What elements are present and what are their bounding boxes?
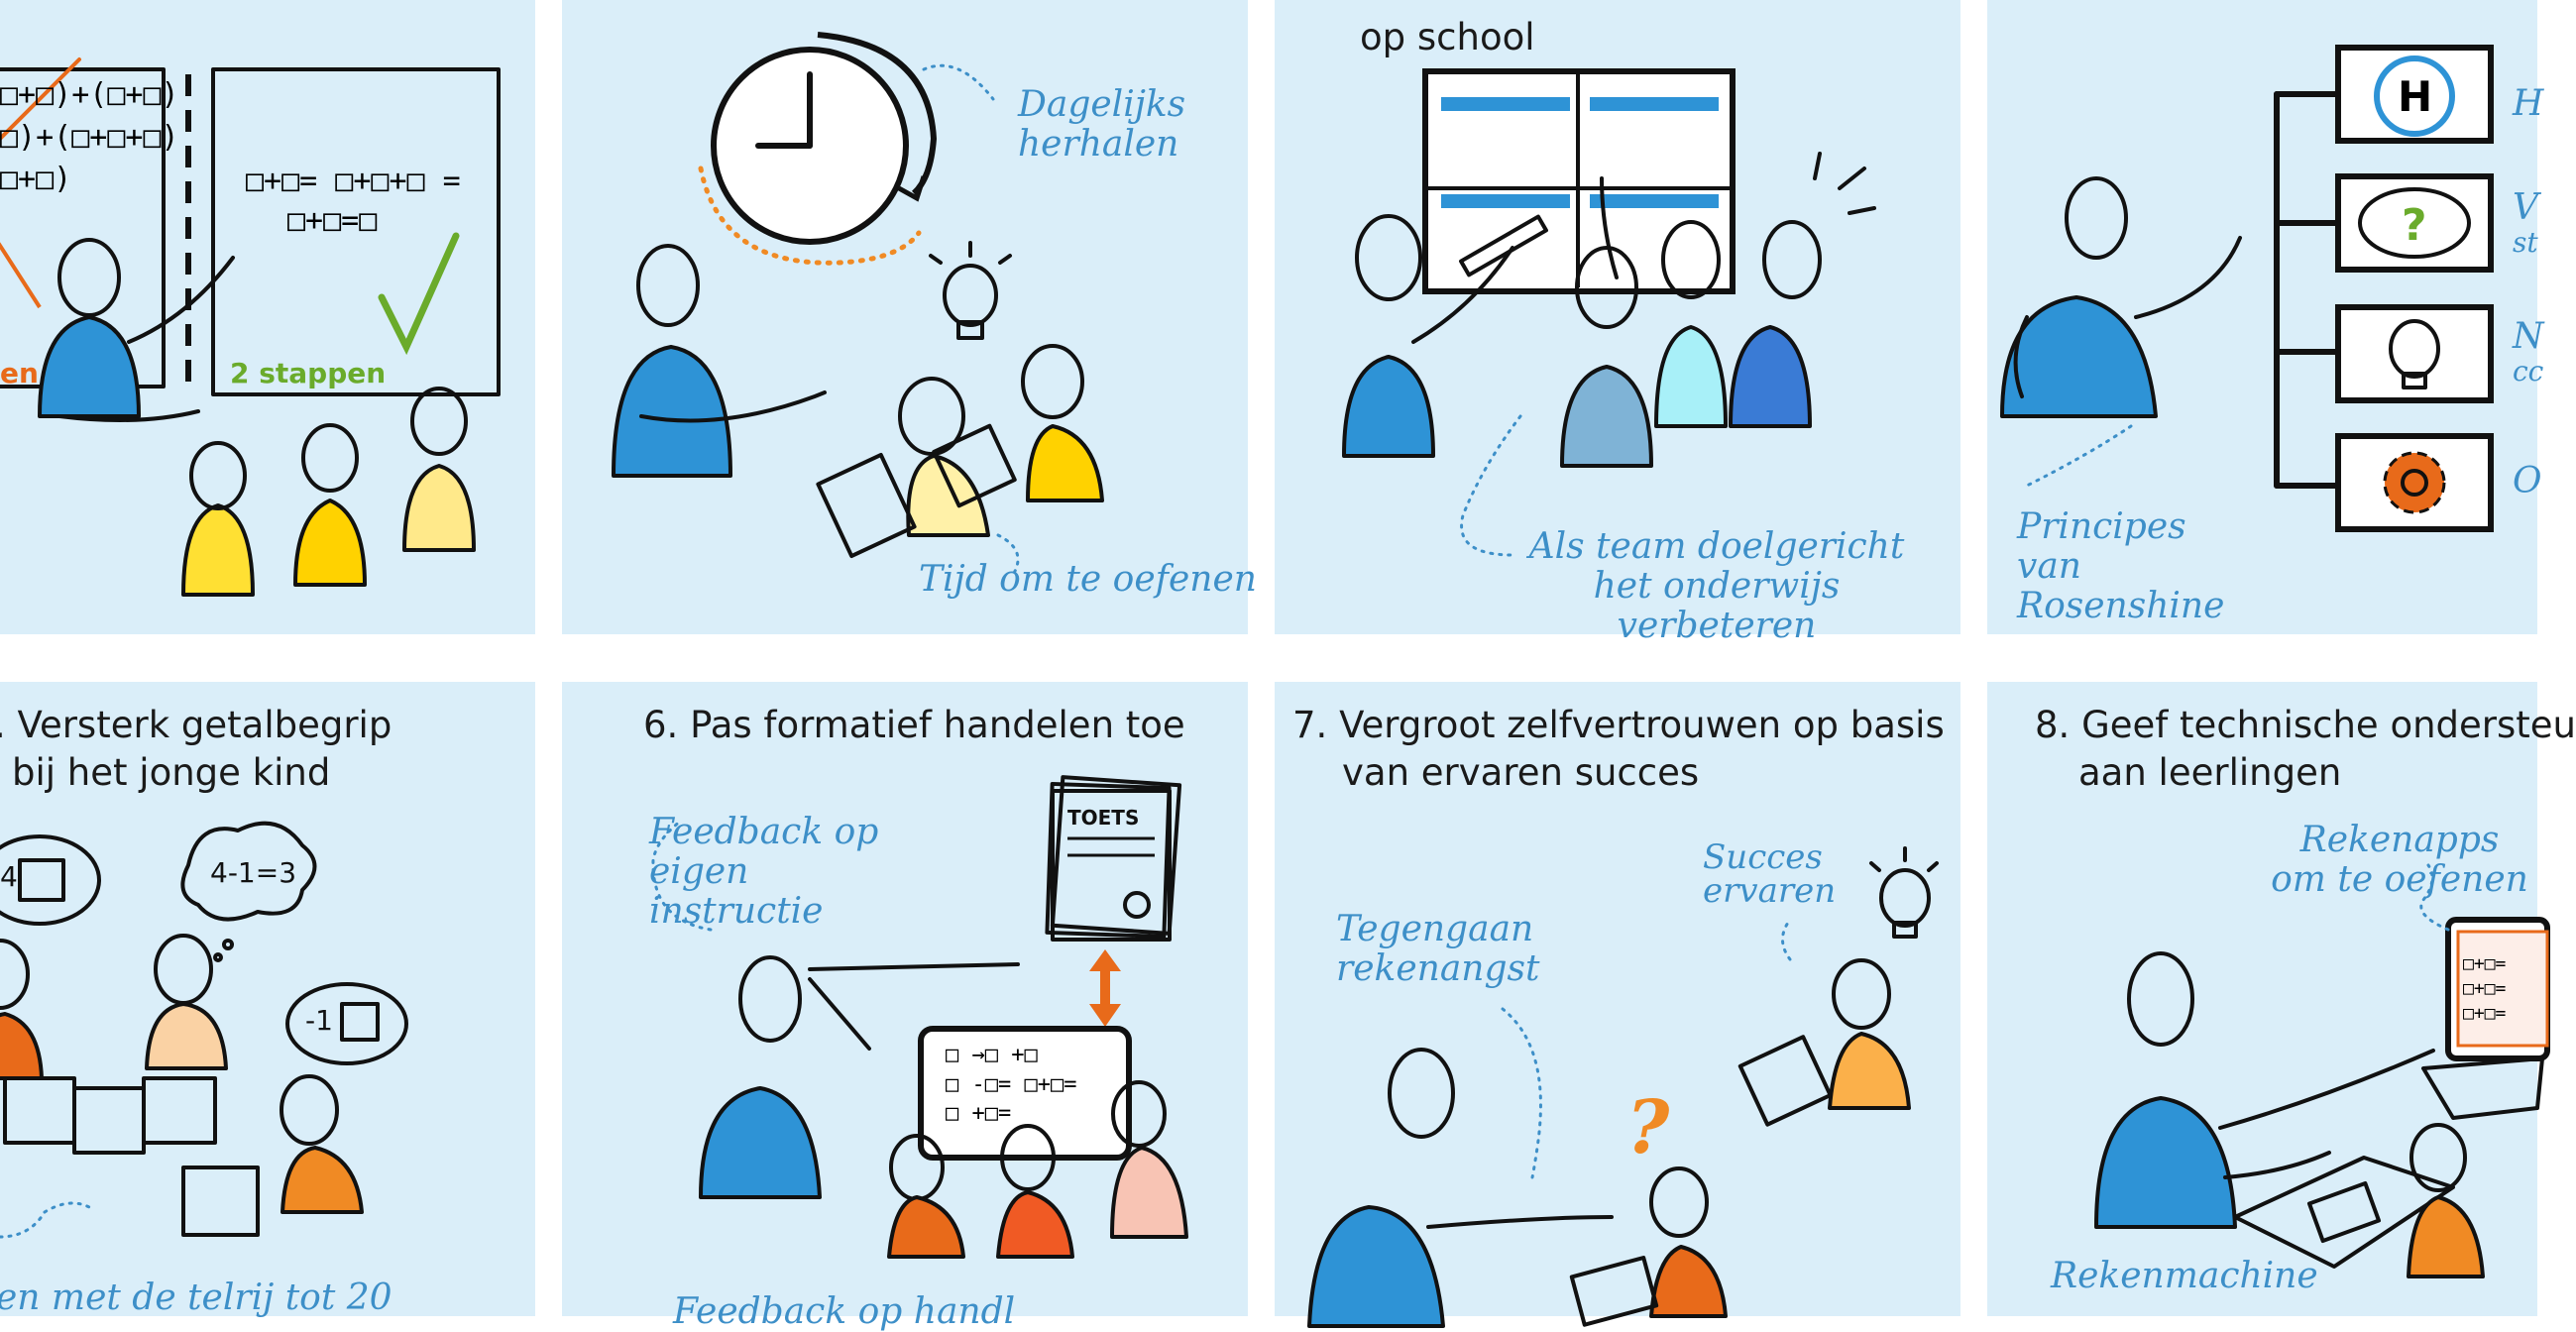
svg-text:?: ? xyxy=(2402,200,2427,251)
panel-7-illustration xyxy=(1307,846,1939,1328)
calculator xyxy=(2306,1180,2382,1244)
list-letter-1: H xyxy=(2513,83,2544,124)
list-box-2 xyxy=(2335,173,2494,273)
svg-text:□+□=: □+□= xyxy=(2463,953,2507,974)
bubble-four: 4 xyxy=(0,860,18,893)
panel-1: □+□)+(□+□) □)+(□+□+□) □+□) □+□= □+□+□ = … xyxy=(0,0,535,634)
list-box-3 xyxy=(2335,304,2494,403)
list-letter-4: O xyxy=(2513,461,2542,501)
lightbulb-icon xyxy=(929,241,1012,340)
thought-bubble: 4-1=3 xyxy=(210,856,297,889)
panel-2-illustration xyxy=(612,32,1104,577)
svg-text:□+□=: □+□= xyxy=(2463,978,2507,999)
svg-text:□+□)+(□+□): □+□)+(□+□) xyxy=(0,77,179,112)
panel-2: Dagelijks herhalen Tijd om te oefenen xyxy=(562,0,1257,634)
panel-5: . Versterk getalbegrip bij het jonge kin… xyxy=(0,682,535,1318)
note-team-improve: Als team doelgericht het onderwijs verbe… xyxy=(1528,526,1905,646)
panel-7-title-line2: van ervaren succes xyxy=(1342,751,1700,794)
svg-text:□ -□= □+□=: □ -□= □+□= xyxy=(946,1072,1076,1097)
question-mark: ? xyxy=(1626,1085,1670,1170)
label-steps-right: 2 stappen xyxy=(230,357,387,389)
panel-8-illustration: □+□= □+□= □+□= xyxy=(2094,863,2550,1278)
label-steps-left: en xyxy=(0,357,39,389)
panel-1-illustration: □+□)+(□+□) □)+(□+□+□) □+□) □+□= □+□+□ = … xyxy=(0,57,501,597)
panel-3-illustration xyxy=(1342,68,1876,557)
note-rosenshine: Principes van Rosenshine xyxy=(2017,506,2225,626)
svg-text:□)+(□+□+□): □)+(□+□+□) xyxy=(0,120,179,155)
test-paper xyxy=(1051,789,1172,942)
svg-text:□ →□ +□: □ →□ +□ xyxy=(946,1043,1038,1067)
panel-7: 7. Vergroot zelfvertrouwen op basis van … xyxy=(1275,682,1960,1328)
gear-icon xyxy=(2383,451,2446,514)
panel-6-illustration: □ →□ +□ □ -□= □+□= □ +□= xyxy=(651,775,1188,1259)
svg-text:□+□=□: □+□=□ xyxy=(287,203,377,238)
svg-text:□+□): □+□) xyxy=(0,162,71,196)
bubble-minus-one: -1 xyxy=(305,1004,333,1037)
list-letter-2-small: st xyxy=(2513,226,2538,259)
checkmark-icon xyxy=(378,232,460,356)
list-letter-3: N xyxy=(2513,316,2544,357)
whiteboard xyxy=(1422,68,1736,294)
panel-6: 6. Pas formatief handelen toe □ →□ +□ □ … xyxy=(562,682,1248,1332)
panel-3-title: op school xyxy=(1360,16,1535,58)
block-1 xyxy=(3,1076,76,1145)
question-bubble-icon: ? xyxy=(2358,187,2471,259)
note-daily-repeat: Dagelijks herhalen xyxy=(1018,84,1186,165)
panel-5-title-line2: bij het jonge kind xyxy=(12,751,331,794)
note-math-anxiety: Tegengaan rekenangst xyxy=(1336,909,1540,989)
tablet xyxy=(918,1026,1132,1161)
h-circle-icon: H xyxy=(2374,56,2455,137)
list-box-4 xyxy=(2335,433,2494,532)
panel-4: H ? H V st N cc O Principes van Rosenshi… xyxy=(1987,0,2544,634)
block-3 xyxy=(142,1076,217,1145)
svg-text:H: H xyxy=(2398,72,2432,121)
block-2 xyxy=(72,1086,146,1155)
test-paper-label: TOETS xyxy=(1067,806,1140,830)
note-feedback-bottom: Feedback op handl xyxy=(673,1291,1016,1332)
worksheet-right xyxy=(211,67,501,396)
lightbulb-icon xyxy=(1869,846,1939,939)
note-feedback-instruction: Feedback op eigen instructie xyxy=(649,812,879,932)
panel-3: op school Als team doelgericht het onder… xyxy=(1275,0,1960,646)
panel-8-title-line1: 8. Geef technische ondersteu xyxy=(2035,704,2576,746)
block-4 xyxy=(181,1166,260,1237)
panel-6-title: 6. Pas formatief handelen toe xyxy=(643,704,1185,746)
panel-5-title-line1: . Versterk getalbegrip xyxy=(0,704,392,746)
clock-icon xyxy=(711,47,909,245)
svg-text:□+□=: □+□= xyxy=(2463,1003,2507,1024)
note-practice-time: Tijd om te oefenen xyxy=(919,559,1257,600)
note-experience-success: Succes ervaren xyxy=(1703,837,1837,911)
panel-4-illustration: H ? xyxy=(2000,45,2494,532)
list-letter-3-small: cc xyxy=(2513,355,2544,388)
panel-8-title-line2: aan leerlingen xyxy=(2078,751,2342,794)
panel-8: 8. Geef technische ondersteu aan leerlin… xyxy=(1987,682,2576,1316)
list-letter-2: V xyxy=(2513,187,2538,228)
note-calculator: Rekenmachine xyxy=(2051,1256,2318,1296)
svg-text:□+□= □+□+□ =: □+□= □+□+□ = xyxy=(246,164,461,198)
svg-text:□ +□=: □ +□= xyxy=(946,1101,1011,1126)
panel-5-illustration xyxy=(0,821,408,1239)
panel-7-title-line1: 7. Vergroot zelfvertrouwen op basis xyxy=(1292,704,1945,746)
lightbulb-icon xyxy=(2389,319,2440,389)
note-counting: en met de telrij tot 20 xyxy=(0,1277,392,1318)
note-math-apps: Rekenapps om te oefenen xyxy=(2271,820,2528,900)
